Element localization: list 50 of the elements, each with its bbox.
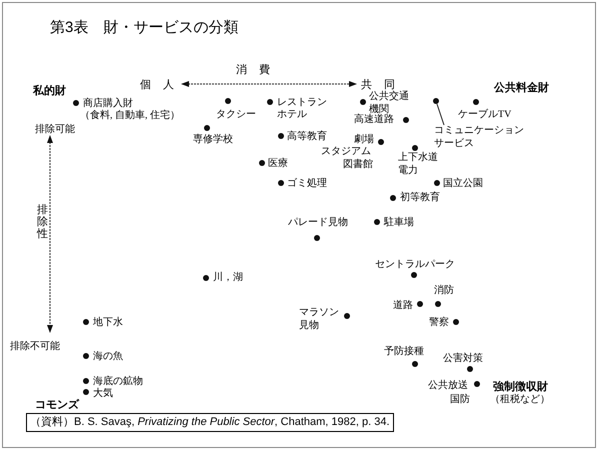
item-label: スタジアム: [321, 145, 371, 158]
item-label: 高速道路: [354, 114, 394, 126]
item-label: 駐車場: [384, 216, 414, 229]
axis-label: 排除性: [37, 204, 48, 240]
item-label: 商店購入財: [83, 97, 133, 110]
item-label: 地下水: [93, 316, 123, 329]
item-label: 上下水道: [398, 151, 438, 164]
item-label: 道路: [393, 299, 413, 312]
item-label: コミュニケーションサービス: [434, 124, 526, 150]
item-label: 排除可能: [35, 123, 75, 136]
item-label: 海の魚: [93, 350, 123, 363]
item-label: （租税など）: [490, 393, 550, 406]
item-label: 高等教育: [287, 130, 327, 143]
item-label: セントラルパーク: [375, 258, 455, 271]
item-label: 排除不可能: [10, 340, 60, 353]
item-label: 専修学校: [193, 133, 233, 146]
item-label: 公共放送: [428, 379, 468, 392]
item-label: 大気: [93, 387, 113, 400]
axis-label: コモンズ: [35, 398, 79, 413]
item-label: ケーブルTV: [458, 108, 512, 121]
source-caption: （資料）B. S. Savaş, Privatizing the Public Sector, Chatham, 1982, p. 34.: [26, 413, 394, 432]
axis-label: 私的財: [33, 84, 66, 99]
axis-label: 公共料金財: [494, 80, 549, 96]
item-label: 図書館: [343, 158, 373, 171]
item-label: 電力: [398, 164, 418, 177]
item-label: 国立公園: [443, 177, 483, 190]
item-label: 予防接種: [384, 345, 424, 358]
item-label: （食料, 自動車, 住宅）: [80, 109, 180, 122]
item-label: レストラン: [277, 96, 327, 109]
axis-label: 強制徴収財: [493, 380, 548, 394]
item-label: パレード見物: [288, 216, 348, 229]
item-label: 劇場: [354, 133, 374, 146]
table-title: 第3表 財・サービスの分類: [50, 18, 238, 38]
item-label: 川，湖: [213, 271, 243, 284]
axis-label: 個人: [140, 78, 186, 93]
item-label: ゴミ処理: [287, 177, 327, 190]
item-label: 警察: [429, 316, 449, 329]
item-label: タクシー: [216, 108, 256, 121]
item-label: ホテル: [277, 108, 307, 121]
item-label: マラソン見物: [299, 306, 339, 332]
item-label: 海底の鉱物: [93, 375, 143, 388]
axis-label: 共同: [361, 78, 407, 91]
leader-line: [436, 104, 444, 126]
item-label: 消防: [434, 284, 454, 297]
axis-label: 消費: [236, 63, 282, 78]
item-label: 初等教育: [400, 191, 440, 204]
item-label: 国防: [450, 393, 470, 406]
item-label: 医療: [268, 157, 288, 170]
item-label: 公共交通機関: [369, 90, 409, 115]
item-label: 公害対策: [443, 352, 483, 365]
